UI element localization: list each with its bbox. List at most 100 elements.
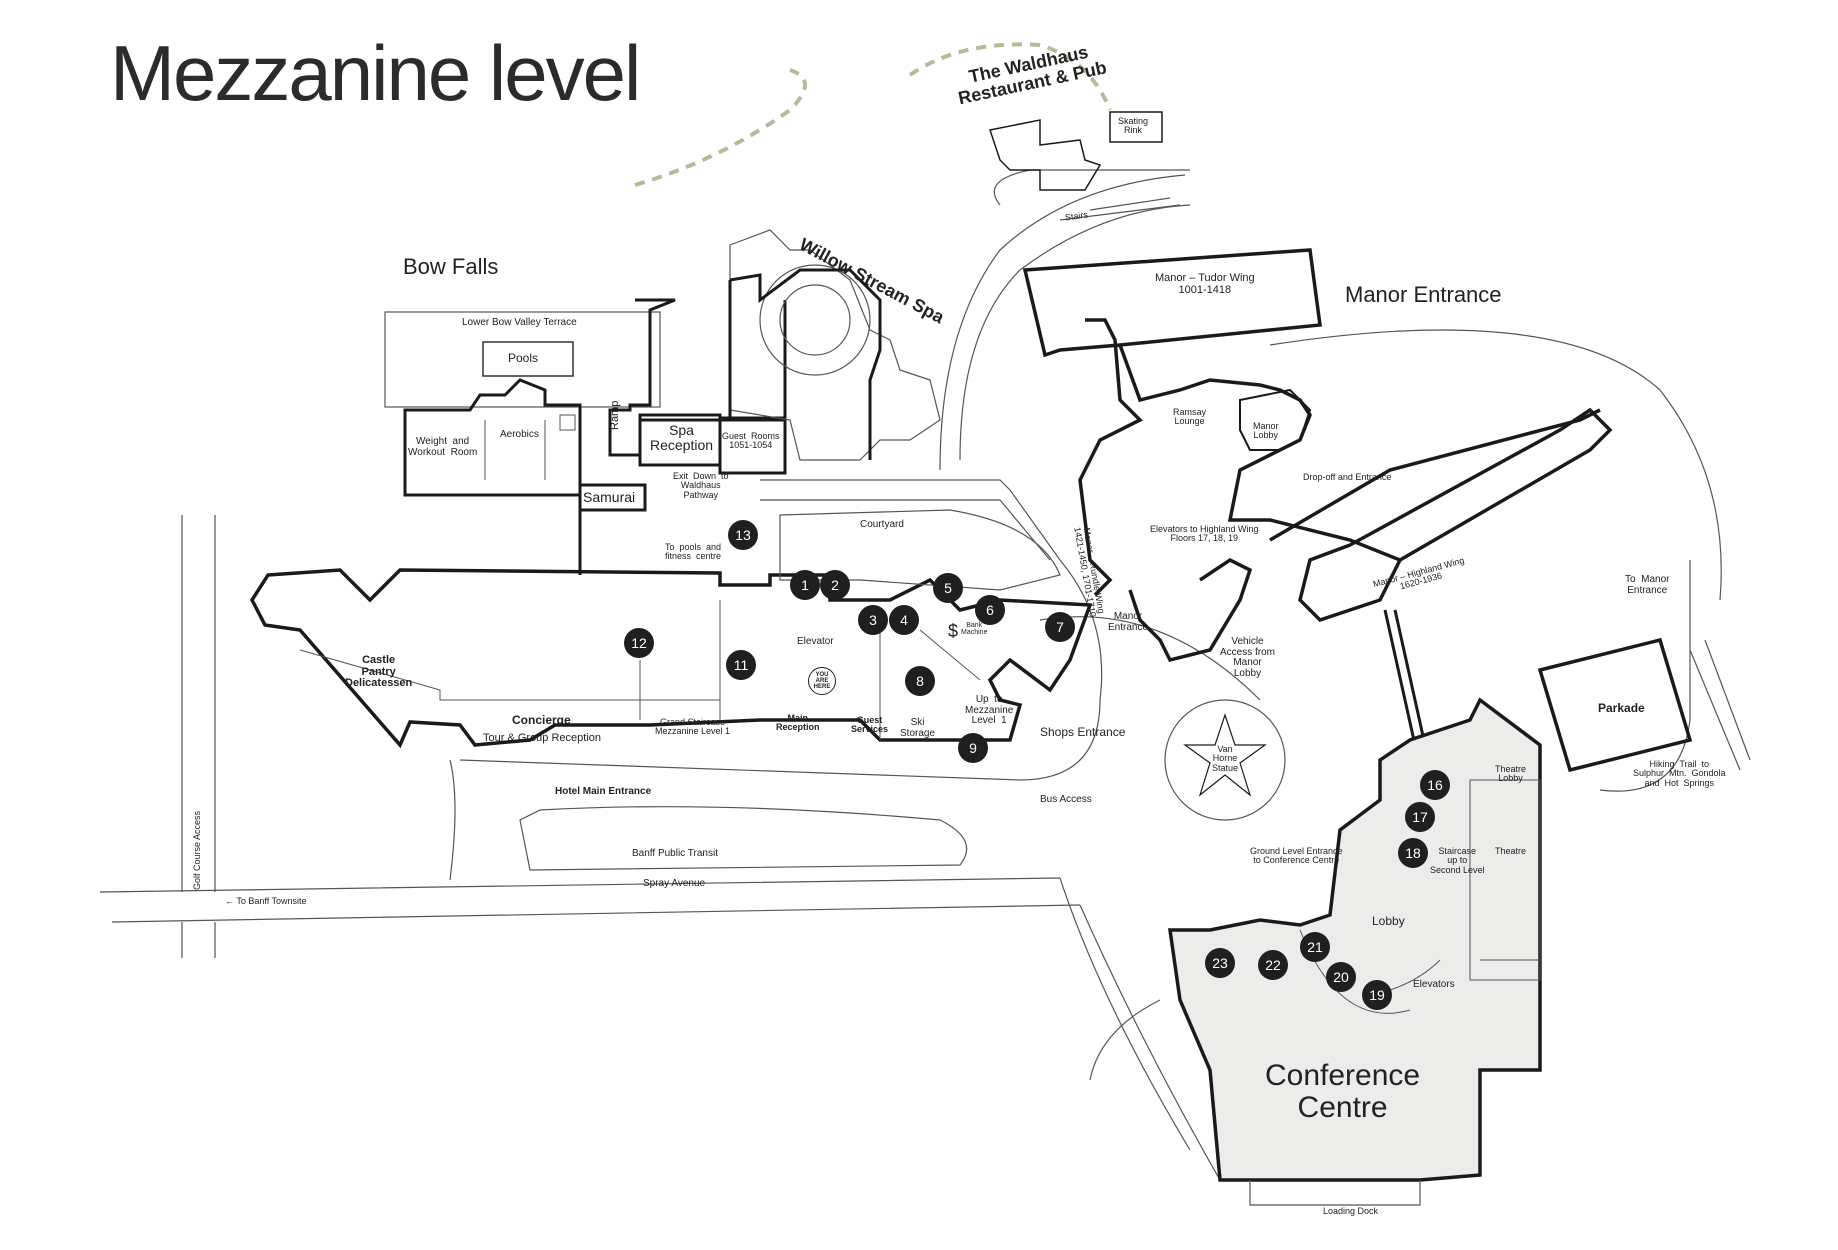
- fitness-block: [403, 378, 582, 497]
- conference-centre-building: [1167, 697, 1542, 1182]
- staircase-second-label: Staircase up to Second Level: [1430, 846, 1485, 875]
- hiking-trail-road: [1689, 639, 1751, 771]
- concierge-label: Concierge: [512, 713, 571, 727]
- marker-23[interactable]: 23: [1205, 948, 1235, 978]
- spa-reception-label: Spa Reception: [650, 422, 714, 453]
- to-pools-label: To pools and fitness centre: [665, 542, 722, 562]
- main-entrance-road: [449, 559, 1103, 881]
- marker-7[interactable]: 7: [1045, 612, 1075, 642]
- waldhaus-trail-dashed: [634, 68, 807, 187]
- main-building-outline: [249, 568, 1093, 749]
- golf-course-road: [181, 515, 216, 958]
- castle-pantry-label: Castle Pantry Delicatessen: [345, 654, 413, 690]
- spa-building: [729, 229, 941, 461]
- highland-wing-outer: [1269, 408, 1601, 542]
- spa-pool-outer: [759, 264, 871, 376]
- highland-wing: [1298, 407, 1613, 623]
- tour-group-label: Tour & Group Reception: [483, 732, 602, 744]
- hotel-main-entrance-label: Hotel Main Entrance: [555, 786, 652, 797]
- elevators-label: Elevators: [1413, 979, 1455, 990]
- marker-18[interactable]: 18: [1398, 838, 1428, 868]
- skating-rink-label: Skating Rink: [1118, 116, 1149, 136]
- page-title: Mezzanine level: [110, 29, 641, 117]
- loading-dock-line: [1249, 1180, 1421, 1206]
- manor-road: [939, 174, 1191, 471]
- east-road: [1269, 329, 1722, 792]
- connector-walkway: [1383, 609, 1427, 746]
- marker-2[interactable]: 2: [820, 570, 850, 600]
- marker-9[interactable]: 9: [958, 733, 988, 763]
- manor-entrance-small-label: Manor Entrance: [1108, 611, 1149, 633]
- fitness-inner: [484, 414, 576, 480]
- manor-lobby-block: [1118, 344, 1401, 562]
- conference-centre-label: Conference Centre: [1265, 1059, 1421, 1124]
- manor-lobby-room: [1239, 388, 1312, 451]
- courtyard-boundary: [760, 479, 1061, 561]
- van-horne-label: Van Horne Statue: [1212, 744, 1239, 773]
- elevators-highland-label: Elevators to Highland Wing Floors 17, 18…: [1150, 524, 1259, 544]
- van-horne-plaza: [1164, 699, 1286, 821]
- marker-3[interactable]: 3: [858, 605, 888, 635]
- courtyard-shape: [779, 509, 1061, 591]
- shops-entrance-label: Shops Entrance: [1040, 725, 1126, 739]
- manor-tudor-wing: [1022, 248, 1322, 358]
- marker-17[interactable]: 17: [1405, 802, 1435, 832]
- marker-5[interactable]: 5: [933, 573, 963, 603]
- marker-8[interactable]: 8: [905, 666, 935, 696]
- drop-off-label: Drop-off and Entrance: [1303, 472, 1392, 482]
- aerobics-label: Aerobics: [500, 429, 539, 440]
- loading-dock-label: Loading Dock: [1323, 1206, 1379, 1216]
- marker-4[interactable]: 4: [889, 605, 919, 635]
- lobby-label: Lobby: [1372, 914, 1405, 928]
- manor-tudor-label: Manor – Tudor Wing 1001-1418: [1155, 272, 1255, 296]
- samurai-label: Samurai: [583, 489, 636, 505]
- main-building-inner: [299, 600, 981, 740]
- grand-staircase-label: Grand Staircase Mezzanine Level 1: [655, 717, 731, 737]
- guest-services-label: Guest Services: [851, 715, 889, 735]
- theatre-lobby-label: Theatre Lobby: [1495, 764, 1527, 784]
- ramp-label: Ramp: [609, 400, 621, 430]
- golf-course-label: Golf Course Access: [192, 810, 202, 890]
- marker-1[interactable]: 1: [790, 570, 820, 600]
- waldhaus-trail-dashed-2: [908, 42, 1112, 111]
- banff-transit-label: Banff Public Transit: [632, 848, 718, 859]
- courtyard-label: Courtyard: [860, 519, 904, 530]
- bus-access-label: Bus Access: [1040, 794, 1092, 805]
- bow-falls-label: Bow Falls: [403, 254, 499, 279]
- lower-terrace-label: Lower Bow Valley Terrace: [462, 317, 577, 328]
- spray-avenue-label: Spray Avenue: [643, 878, 706, 889]
- guest-rooms-box: [718, 416, 787, 475]
- conference-inner: [1299, 779, 1541, 1014]
- spa-thick-wall: [728, 268, 882, 460]
- marker-20[interactable]: 20: [1326, 962, 1356, 992]
- manor-south: [1128, 557, 1253, 663]
- marker-22[interactable]: 22: [1258, 950, 1288, 980]
- marker-11[interactable]: 11: [726, 650, 756, 680]
- vehicle-access-label: Vehicle Access from Manor Lobby: [1220, 636, 1276, 679]
- parkade-box: [1537, 637, 1693, 773]
- up-to-mezzanine-label: Up to Mezzanine Level 1: [965, 694, 1014, 726]
- marker-21[interactable]: 21: [1300, 932, 1330, 962]
- spa-pool-inner: [779, 284, 851, 356]
- pools-box: [482, 341, 574, 377]
- main-reception-label: Main Reception: [776, 713, 820, 733]
- manor-connector: [1078, 318, 1143, 597]
- waldhaus-building: [989, 119, 1102, 191]
- theatre-label: Theatre: [1495, 846, 1527, 856]
- lower-terrace-outline: [384, 311, 661, 408]
- to-banff-label: ← To Banff Townsite: [225, 896, 307, 906]
- marker-16[interactable]: 16: [1420, 770, 1450, 800]
- you-are-here-badge: YOU ARE HERE: [808, 667, 836, 695]
- bank-machine-label: Bank Machine: [961, 622, 988, 637]
- ski-storage-label: Ski Storage: [900, 717, 936, 739]
- exit-down-label: Exit Down to Waldhaus Pathway: [673, 471, 729, 500]
- marker-19[interactable]: 19: [1362, 980, 1392, 1010]
- skating-rink-box: [1109, 111, 1163, 143]
- to-manor-entrance-label: To Manor Entrance: [1625, 574, 1670, 596]
- elevator-label: Elevator: [797, 636, 834, 647]
- ground-level-entrance-label: Ground Level Entrance to Conference Cent…: [1250, 846, 1343, 866]
- marker-13[interactable]: 13: [728, 520, 758, 550]
- marker-6[interactable]: 6: [975, 595, 1005, 625]
- weight-room-label: Weight and Workout Room: [408, 436, 478, 458]
- marker-12[interactable]: 12: [624, 628, 654, 658]
